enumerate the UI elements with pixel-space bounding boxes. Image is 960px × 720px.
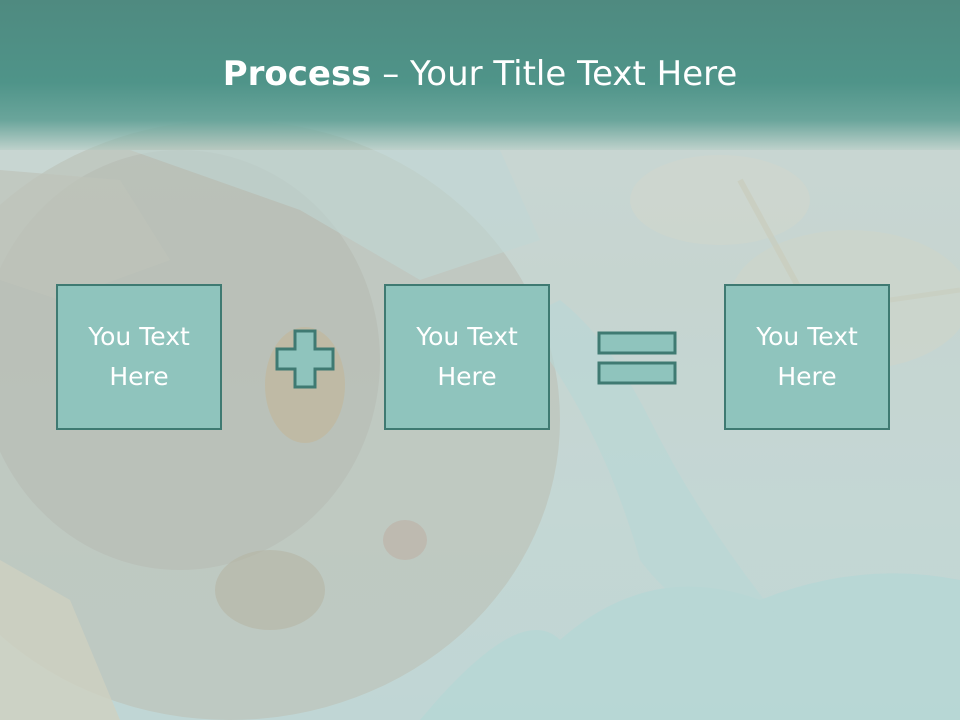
slide-title[interactable]: Process – Your Title Text Here [0,50,960,98]
process-box-1[interactable]: You Text Here [56,284,222,430]
equals-icon [597,331,677,385]
process-box-text: You Text Here [88,322,190,391]
process-box-text: You Text Here [416,322,518,391]
title-bold: Process [222,54,372,94]
title-band [0,0,960,150]
process-box-2[interactable]: You Text Here [384,284,550,430]
process-box-text: You Text Here [756,322,858,391]
process-box-3[interactable]: You Text Here [724,284,890,430]
title-rest: – Your Title Text Here [371,54,738,94]
plus-icon [275,329,335,389]
